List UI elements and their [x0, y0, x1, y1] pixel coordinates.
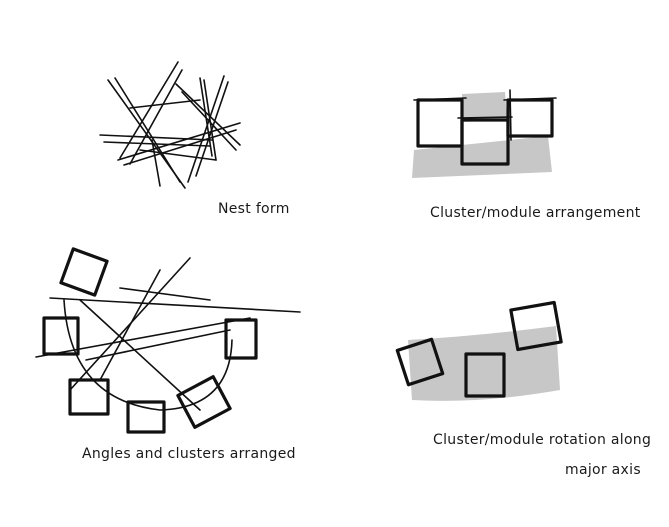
cluster-rotation-sketch [395, 300, 563, 401]
nest-form-sketch [99, 61, 241, 189]
nest-form-caption: Nest form [218, 201, 290, 217]
angles-clusters-sketch [35, 247, 301, 434]
rotation-caption-line2: major axis [565, 462, 641, 478]
cluster-arrangement-sketch [412, 89, 557, 178]
rotation-caption-line1: Cluster/module rotation along [433, 432, 652, 448]
angles-clusters-caption: Angles and clusters arranged [82, 446, 296, 462]
cluster-arrangement-caption: Cluster/module arrangement [430, 205, 641, 221]
